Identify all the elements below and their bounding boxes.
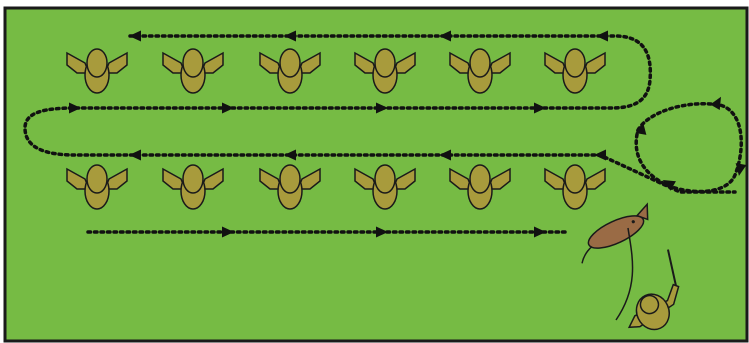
herding-pattern-diagram xyxy=(0,0,749,343)
